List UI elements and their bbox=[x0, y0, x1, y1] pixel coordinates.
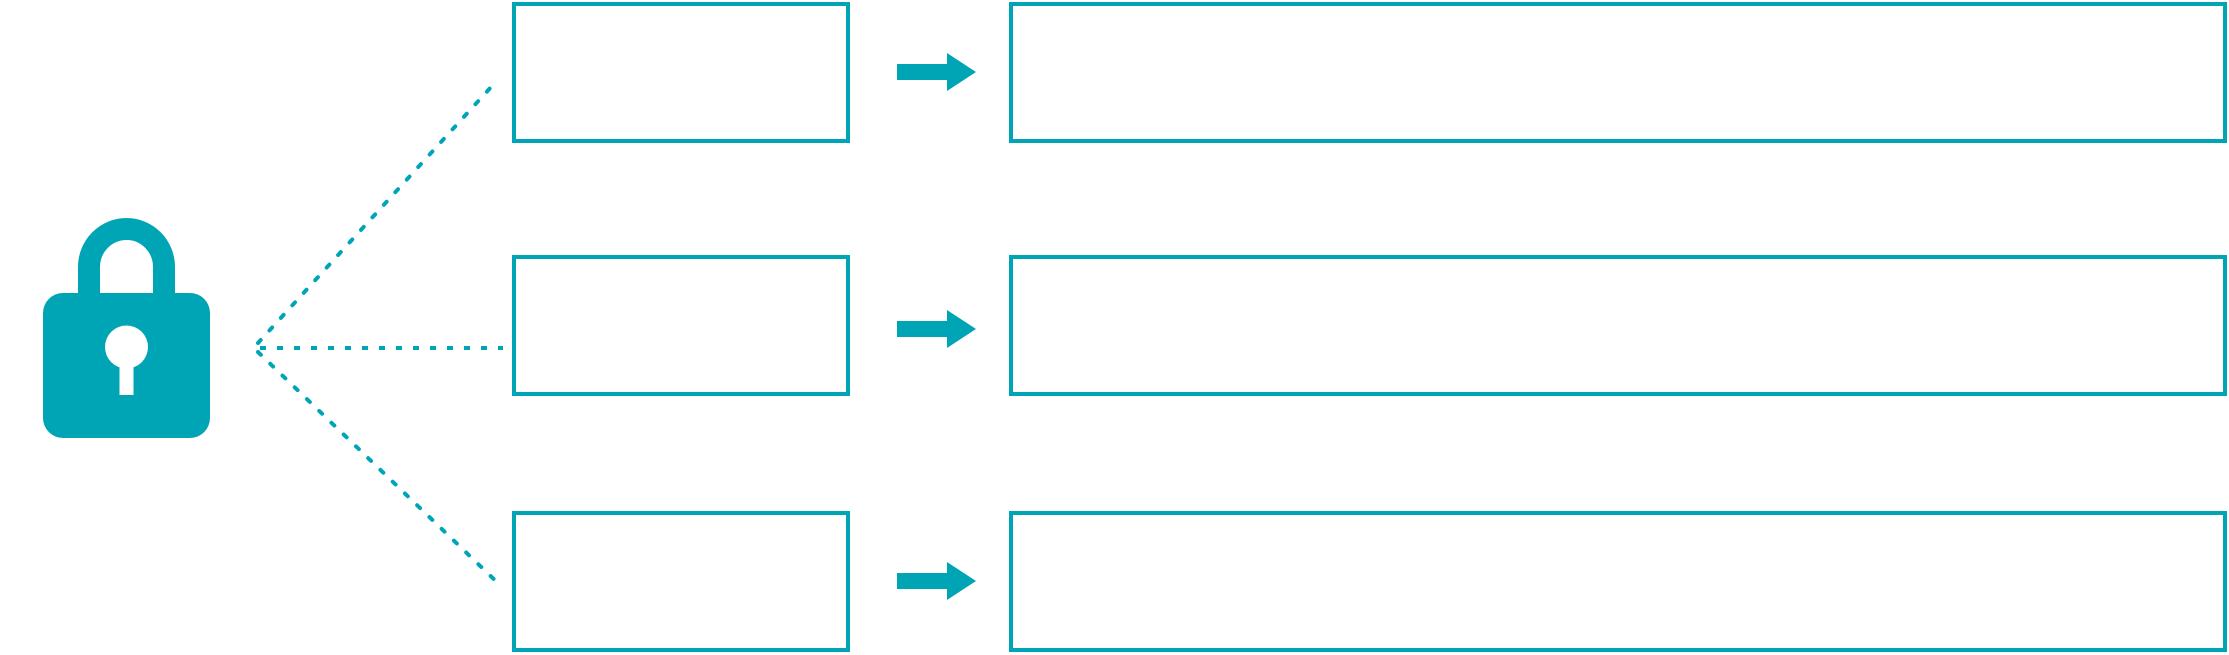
lock-shackle bbox=[78, 218, 175, 300]
lock-keyhole-stem bbox=[119, 345, 134, 395]
arrow-right-icon bbox=[897, 562, 976, 600]
source-box-1 bbox=[512, 2, 850, 143]
dotted-connector-top bbox=[256, 84, 494, 345]
target-box-2 bbox=[1009, 255, 2227, 396]
source-box-3 bbox=[512, 511, 850, 652]
dotted-connector-bottom bbox=[256, 350, 504, 589]
lock-icon bbox=[43, 218, 210, 438]
target-box-3 bbox=[1009, 511, 2227, 652]
arrow-right-icon bbox=[897, 53, 976, 91]
arrow-right-icon bbox=[897, 310, 976, 348]
source-box-2 bbox=[512, 255, 850, 396]
target-box-1 bbox=[1009, 2, 2227, 143]
